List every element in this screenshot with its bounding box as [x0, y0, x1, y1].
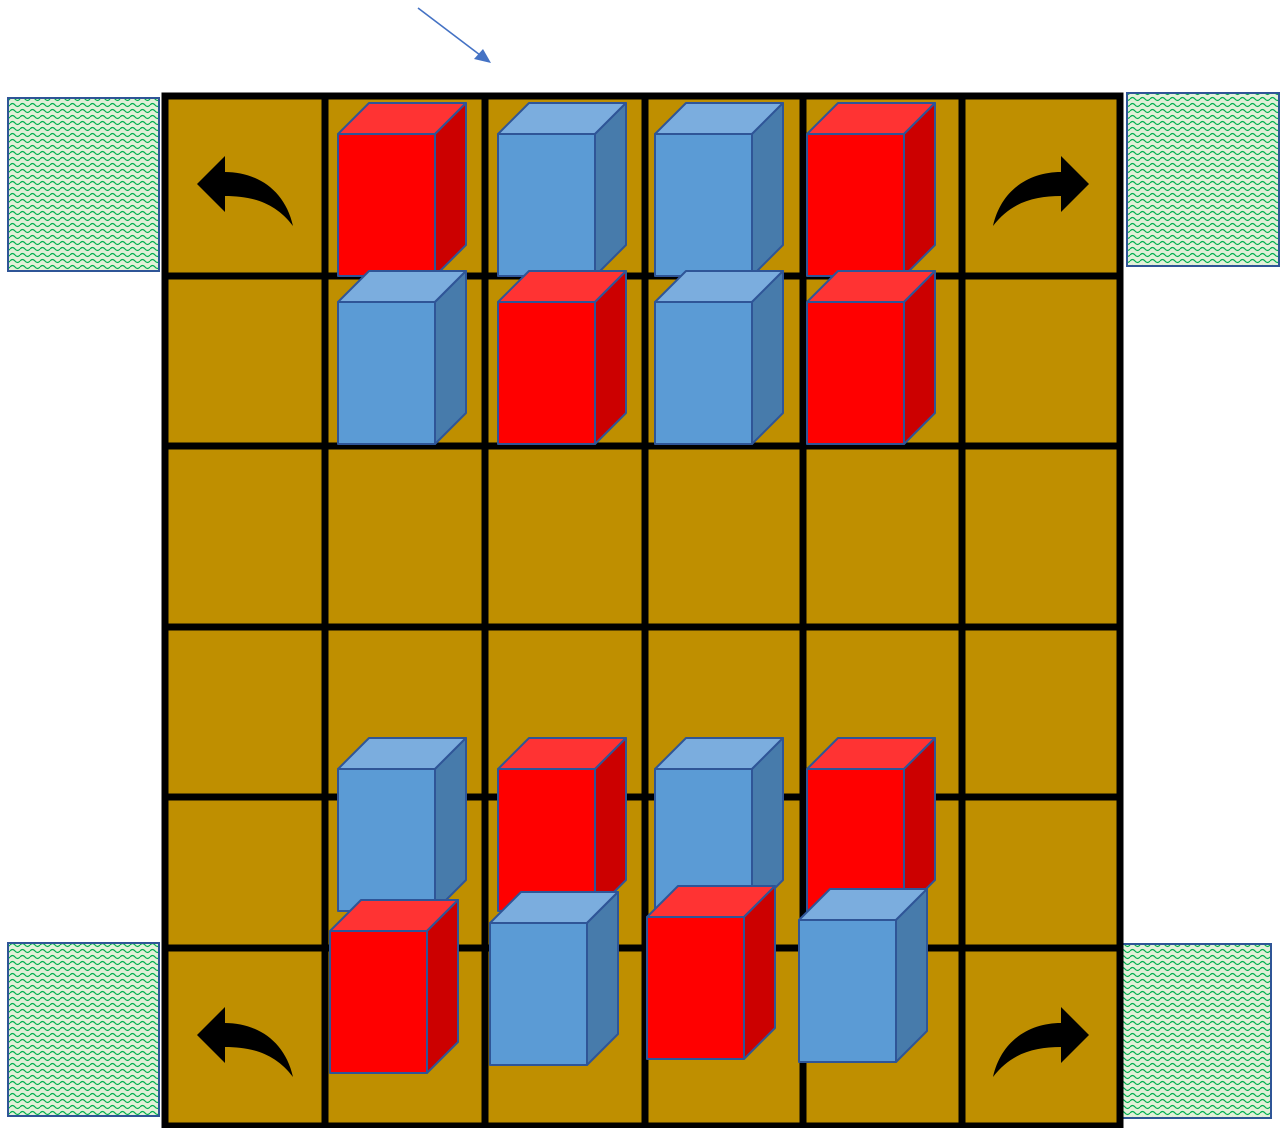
- red-block-piece[interactable]: [330, 900, 458, 1073]
- corner-pad-bottom-right: [1119, 944, 1271, 1118]
- red-block-piece[interactable]: [338, 103, 466, 276]
- board-square[interactable]: [325, 446, 485, 627]
- blue-block-piece[interactable]: [655, 103, 783, 276]
- red-block-piece[interactable]: [498, 271, 626, 444]
- corner-pad-top-right: [1127, 93, 1279, 266]
- board-square[interactable]: [165, 797, 325, 948]
- board-square[interactable]: [645, 446, 803, 627]
- board-square[interactable]: [803, 446, 962, 627]
- board-square[interactable]: [962, 446, 1120, 627]
- corner-pad-bottom-left: [8, 943, 159, 1116]
- red-block-piece[interactable]: [647, 886, 775, 1059]
- blue-block-piece[interactable]: [338, 271, 466, 444]
- blue-block-piece[interactable]: [338, 738, 466, 911]
- blue-block-piece[interactable]: [498, 103, 626, 276]
- board-square[interactable]: [962, 627, 1120, 797]
- board-square[interactable]: [165, 627, 325, 797]
- game-board: [165, 96, 1120, 1126]
- red-block-piece[interactable]: [807, 103, 935, 276]
- board-square[interactable]: [165, 276, 325, 446]
- red-block-piece[interactable]: [498, 738, 626, 911]
- blue-block-piece[interactable]: [799, 889, 927, 1062]
- board-square[interactable]: [165, 446, 325, 627]
- board-square[interactable]: [485, 446, 645, 627]
- board-square[interactable]: [962, 797, 1120, 948]
- blue-block-piece[interactable]: [655, 271, 783, 444]
- blue-block-piece[interactable]: [490, 892, 618, 1065]
- corner-pad-top-left: [8, 98, 159, 271]
- pointer-arrow-icon: [418, 8, 491, 63]
- board-square[interactable]: [962, 276, 1120, 446]
- red-block-piece[interactable]: [807, 738, 935, 911]
- red-block-piece[interactable]: [807, 271, 935, 444]
